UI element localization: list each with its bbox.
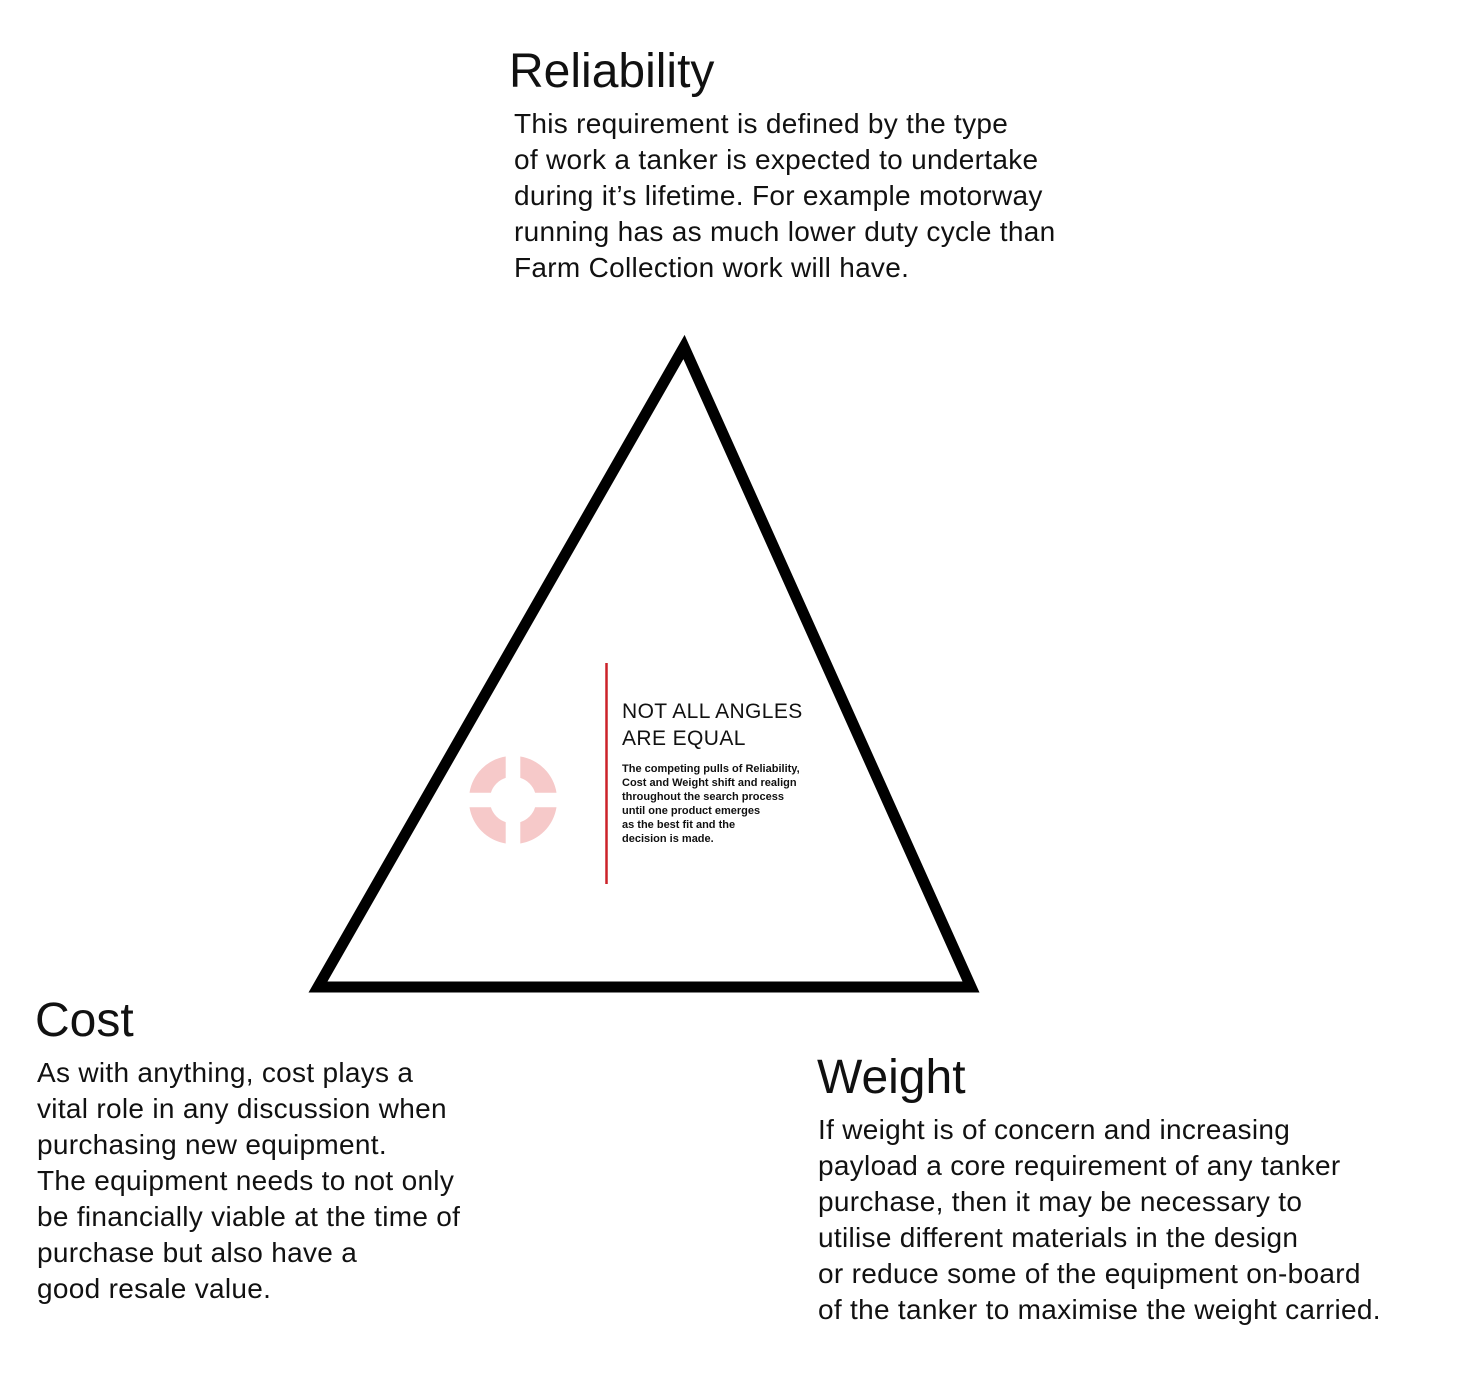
- callout-body-line: as the best fit and the: [622, 819, 736, 831]
- callout-body-line: decision is made.: [622, 833, 714, 845]
- cost-heading: Cost: [35, 994, 134, 1047]
- callout-body: The competing pulls of Reliability, Cost…: [622, 762, 832, 846]
- cost-description: As with anything, cost plays a vital rol…: [37, 1055, 460, 1307]
- reliability-line: Farm Collection work will have.: [514, 252, 910, 283]
- reliability-line: during it’s lifetime. For example motorw…: [514, 180, 1043, 211]
- reliability-line: This requirement is defined by the type: [514, 108, 1009, 139]
- weight-line: or reduce some of the equipment on-board: [818, 1258, 1361, 1289]
- callout-body-line: The competing pulls of Reliability,: [622, 763, 800, 775]
- reliability-section: Reliability This requirement is defined …: [509, 48, 1055, 286]
- weight-description: If weight is of concern and increasing p…: [818, 1112, 1381, 1328]
- weight-line: If weight is of concern and increasing: [818, 1114, 1291, 1145]
- target-icon: [469, 756, 557, 844]
- callout-title-line: ARE EQUAL: [622, 727, 746, 750]
- weight-heading: Weight: [817, 1051, 966, 1104]
- weight-line: purchase, then it may be necessary to: [818, 1186, 1303, 1217]
- weight-line: of the tanker to maximise the weight car…: [818, 1294, 1381, 1325]
- balance-triangle: [308, 334, 980, 993]
- cost-line: As with anything, cost plays a: [37, 1057, 414, 1088]
- weight-line: payload a core requirement of any tanker: [818, 1150, 1341, 1181]
- callout-title: NOT ALL ANGLES ARE EQUAL: [622, 698, 832, 752]
- callout-body-line: until one product emerges: [622, 805, 761, 817]
- weight-section: Weight If weight is of concern and incre…: [817, 1054, 1381, 1328]
- cost-line: purchase but also have a: [37, 1237, 358, 1268]
- reliability-line: of work a tanker is expected to undertak…: [514, 144, 1039, 175]
- cost-line: purchasing new equipment.: [37, 1129, 387, 1160]
- reliability-heading: Reliability: [509, 45, 715, 98]
- cost-line: be financially viable at the time of: [37, 1201, 461, 1232]
- cost-line: The equipment needs to not only: [37, 1165, 455, 1196]
- reliability-line: running has as much lower duty cycle tha…: [514, 216, 1056, 247]
- callout-body-line: throughout the search process: [622, 791, 784, 803]
- reliability-description: This requirement is defined by the type …: [514, 106, 1055, 286]
- weight-line: utilise different materials in the desig…: [818, 1222, 1299, 1253]
- callout-body-line: Cost and Weight shift and realign: [622, 777, 797, 789]
- callout-title-line: NOT ALL ANGLES: [622, 700, 803, 723]
- cost-section: Cost As with anything, cost plays a vita…: [35, 997, 460, 1307]
- cost-line: vital role in any discussion when: [37, 1093, 447, 1124]
- cost-line: good resale value.: [37, 1273, 272, 1304]
- callout: NOT ALL ANGLES ARE EQUAL The competing p…: [622, 698, 832, 846]
